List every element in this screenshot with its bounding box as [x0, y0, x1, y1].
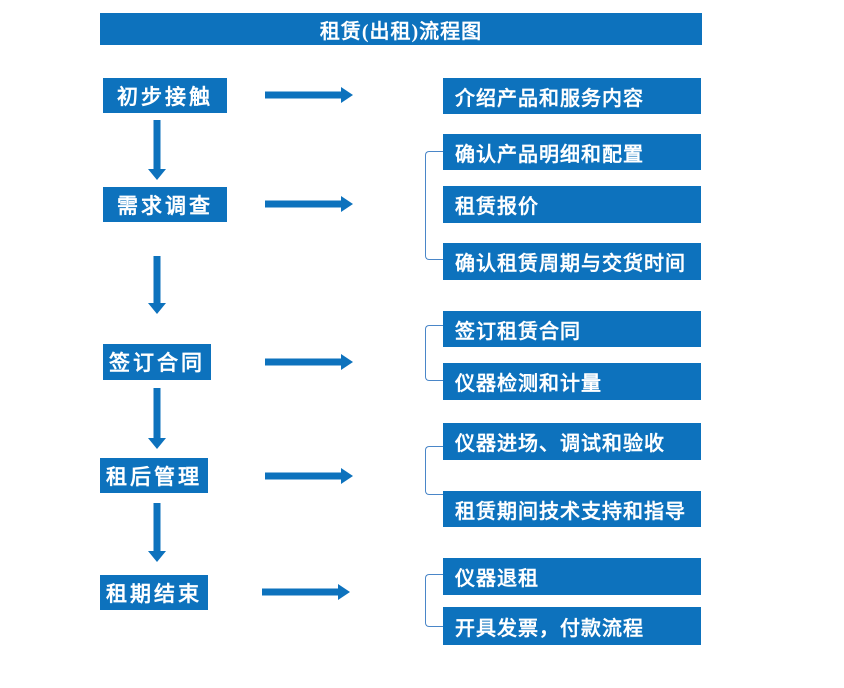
- down-arrow-head: [148, 438, 166, 449]
- detail-box-rental-quotation: 租赁报价: [443, 186, 701, 223]
- detail-box-sign-rental-contract: 签订租赁合同: [443, 311, 701, 347]
- detail-box-instrument-testing: 仪器检测和计量: [443, 363, 701, 400]
- right-arrow-head: [341, 87, 353, 103]
- down-arrow-4: [148, 503, 166, 562]
- down-arrow-head: [148, 551, 166, 562]
- stage-box-demand-survey: 需求调查: [103, 187, 227, 222]
- right-arrow-2: [265, 196, 353, 212]
- bracket-group-demand-survey: [425, 151, 443, 260]
- stage-box-initial-contact: 初步接触: [103, 78, 227, 113]
- bracket-group-post-rental: [425, 446, 443, 495]
- right-arrow-shaft: [265, 200, 342, 208]
- detail-box-instrument-return: 仪器退租: [443, 558, 701, 595]
- stage-box-post-rental-management: 租后管理: [100, 458, 208, 493]
- right-arrow-shaft: [262, 588, 339, 596]
- right-arrow-3: [265, 354, 353, 370]
- down-arrow-2: [148, 256, 166, 314]
- right-arrow-shaft: [265, 91, 342, 99]
- detail-box-invoice-payment: 开具发票，付款流程: [443, 607, 701, 645]
- down-arrow-shaft: [153, 120, 161, 170]
- detail-box-introduce-products: 介绍产品和服务内容: [443, 78, 701, 114]
- bracket-group-sign-contract: [425, 325, 443, 381]
- down-arrow-head: [148, 169, 166, 180]
- right-arrow-shaft: [265, 358, 342, 366]
- right-arrow-4: [265, 468, 353, 484]
- right-arrow-head: [341, 468, 353, 484]
- right-arrow-head: [338, 584, 350, 600]
- title-bar: 租赁(出租)流程图: [100, 13, 702, 45]
- right-arrow-head: [341, 354, 353, 370]
- down-arrow-shaft: [153, 388, 161, 439]
- down-arrow-shaft: [153, 503, 161, 552]
- down-arrow-shaft: [153, 256, 161, 304]
- down-arrow-head: [148, 303, 166, 314]
- detail-box-confirm-period-delivery: 确认租赁周期与交货时间: [443, 243, 701, 280]
- bracket-group-lease-end: [425, 574, 443, 627]
- stage-box-sign-contract: 签订合同: [103, 344, 211, 380]
- detail-box-instrument-setup-acceptance: 仪器进场、调试和验收: [443, 423, 701, 460]
- down-arrow-3: [148, 388, 166, 449]
- right-arrow-shaft: [265, 472, 342, 480]
- page-title: 租赁(出租)流程图: [319, 20, 483, 43]
- right-arrow-1: [265, 87, 353, 103]
- detail-box-confirm-product-config: 确认产品明细和配置: [443, 134, 701, 170]
- down-arrow-1: [148, 120, 166, 180]
- right-arrow-head: [341, 196, 353, 212]
- right-arrow-5: [262, 584, 350, 600]
- stage-box-lease-end: 租期结束: [100, 575, 208, 610]
- detail-box-tech-support: 租赁期间技术支持和指导: [443, 491, 701, 527]
